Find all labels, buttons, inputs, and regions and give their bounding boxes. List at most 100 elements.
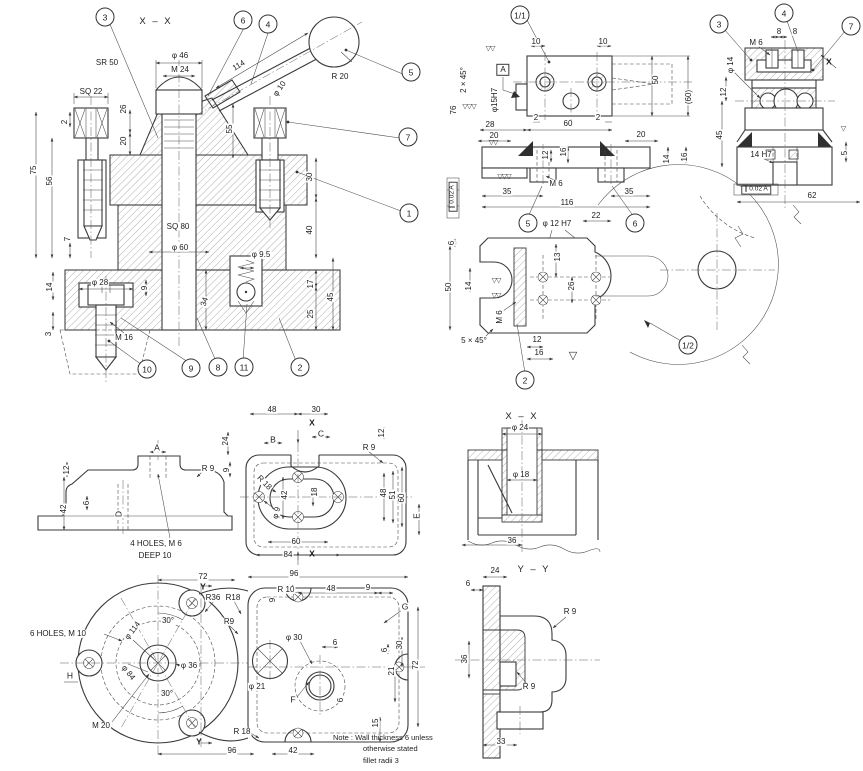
dimension-label: R 9 (361, 442, 377, 453)
section-plane-label: Y (200, 581, 206, 592)
reference-letter: F (289, 694, 297, 705)
surface-finish-mark: ▽▽▽ (497, 173, 511, 181)
dimension-label: 5 (839, 149, 850, 157)
view-title: X – X (505, 411, 539, 423)
dimension-label: 18 (309, 486, 320, 498)
dimension-label: 30° (159, 688, 175, 699)
dimension-label: 48 (266, 404, 278, 415)
dimension-label: M 24 (170, 64, 190, 75)
dimension-label: 48 (325, 583, 337, 594)
dimension-label: 14 (44, 281, 55, 293)
dimension-label: 20 (488, 130, 500, 141)
section-plane-label: X (309, 417, 315, 428)
dimension-label: 72 (410, 659, 421, 671)
dimension-label: M 16 (114, 332, 134, 343)
dimension-label: 75 (28, 164, 39, 176)
datum-label: A (496, 63, 510, 77)
balloon-9-9: 9 (181, 358, 201, 378)
dimension-label: 2 × 45° (458, 66, 469, 94)
dimension-label: 9 (139, 284, 150, 292)
dimension-label: 56 (44, 175, 55, 187)
balloon-4-17: 4 (774, 3, 794, 23)
note-line-3: fillet radii 3 (363, 755, 399, 765)
dimension-label: 21 (386, 665, 397, 677)
dimension-label: R 9 (562, 606, 578, 617)
surface-finish-mark: ▽▽ (485, 45, 496, 53)
dimension-label: 6 (464, 578, 472, 589)
tolerance-frame: ∥ 0.02 A (741, 185, 771, 195)
dimension-label: SQ 22 (78, 86, 104, 97)
dimension-label: 33 (495, 736, 507, 747)
reference-letter: H (65, 670, 75, 681)
dimension-label: φ 114 (122, 619, 144, 643)
tolerance-frame: ∥ 0.02 A (448, 182, 458, 212)
dimension-label: 55 (224, 123, 235, 135)
dimension-label: φ 9 (270, 505, 283, 521)
dimension-label: 60 (290, 536, 302, 547)
balloon-11-7: 11 (234, 357, 254, 377)
dimension-label: 36 (459, 653, 470, 665)
surface-finish-mark: ▽▽▽ (462, 103, 476, 111)
dimension-label: 45 (714, 129, 725, 141)
dimension-label: 28 (484, 119, 496, 130)
dimension-label: R36 (204, 592, 222, 603)
dimension-label: R9 (222, 616, 236, 627)
dimension-label: 60 (562, 118, 574, 129)
dimension-label: 10 (530, 36, 542, 47)
balloon-7-18: 7 (841, 16, 861, 36)
dimension-label: 96 (288, 568, 300, 579)
section-plane-label: Y (196, 736, 202, 747)
dimension-label: 14 (661, 153, 672, 165)
dimension-label: R 10 (276, 584, 296, 595)
dimension-label: 12 (531, 334, 543, 345)
dimension-label: 10 (597, 36, 609, 47)
section-y-y (455, 575, 600, 759)
dimension-label: φ 18 (511, 469, 531, 480)
dimension-label: 6 (331, 637, 339, 648)
dimension-label: 22 (590, 210, 602, 221)
dimension-label: 2 (532, 112, 540, 123)
dimension-label: 13 (552, 251, 563, 263)
balloon-2-14: 2 (515, 370, 535, 390)
view-title: Y – Y (517, 564, 551, 576)
dimension-label: 36 (506, 535, 518, 546)
dimension-label: R18 (224, 592, 242, 603)
dimension-label: M 20 (91, 720, 111, 731)
dimension-label: 25 (305, 308, 316, 320)
dimension-label: 116 (559, 197, 575, 208)
dimension-label: 9 (364, 582, 372, 593)
dimension-label: 16 (558, 146, 569, 158)
dimension-label: 16 (679, 151, 690, 163)
dimension-label: 8 (791, 26, 799, 37)
dimension-label: 3 (43, 330, 54, 338)
dimension-label: 40 (304, 224, 315, 236)
balloon-1-1-11: 1/1 (510, 5, 530, 25)
surface-finish-mark: ▽▽ (491, 277, 502, 285)
dimension-label: M 6 (748, 37, 764, 48)
dimension-label: R 18 (254, 473, 274, 493)
dimension-label: φ 24 (510, 422, 530, 433)
dimension-label: 30 (394, 639, 405, 651)
dimension-label: SQ 80 (165, 221, 191, 232)
dimension-label: 26 (118, 103, 129, 115)
balloon-10-10: 10 (137, 359, 157, 379)
balloon-1-2-15: 1/2 (678, 335, 698, 355)
dimension-label: 72 (197, 571, 209, 582)
dimension-label: 35 (501, 186, 513, 197)
dimension-label: 76 (448, 104, 459, 116)
dimension-label: 12 (540, 149, 551, 161)
dimension-label: φ 21 (247, 681, 267, 692)
dimension-label: 6 HOLES, M 10 (28, 628, 88, 639)
dimension-label: 60 (396, 492, 407, 504)
dimension-label: 50 (650, 74, 661, 86)
surface-finish-mark: ▽▽ (491, 292, 502, 300)
surface-finish-mark: ▽ (840, 125, 846, 133)
dimension-label: 6 (379, 646, 390, 654)
dimension-label: M 6 (548, 178, 564, 189)
dimension-label: R 18 (232, 726, 252, 737)
dimension-label: 15 (370, 717, 381, 729)
dimension-label: 2 (59, 118, 70, 126)
balloon-8-8: 8 (208, 357, 228, 377)
